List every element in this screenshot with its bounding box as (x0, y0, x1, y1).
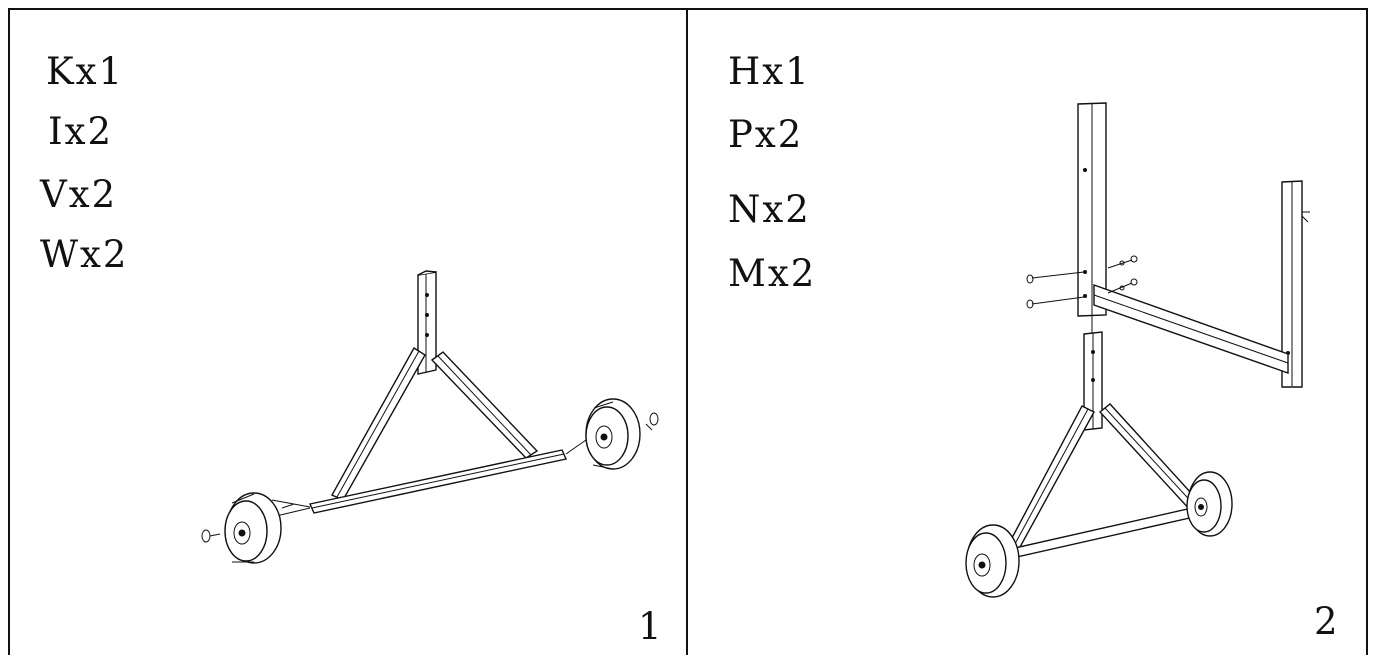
part-label: Nx2 (728, 188, 811, 231)
part-label: Mx2 (728, 252, 817, 295)
step-number: 2 (1314, 600, 1338, 643)
part-label: Wx2 (40, 233, 129, 276)
part-label: Kx1 (46, 50, 125, 93)
step-2-panel: Hx1 Px2 Nx2 Mx2 (686, 8, 1368, 655)
part-label: Px2 (728, 113, 804, 156)
bolt (1031, 296, 1085, 305)
step-1-panel: Kx1 Ix2 Vx2 Wx2 (8, 8, 686, 655)
washer (649, 412, 659, 426)
step-2-illustration (965, 102, 1310, 598)
step-1-illustration (201, 270, 659, 564)
step-number: 1 (638, 605, 662, 648)
part-label: Hx1 (728, 50, 811, 93)
part-label: Vx2 (40, 173, 118, 216)
washer (201, 529, 211, 543)
bolt (1031, 271, 1085, 279)
part-label: Ix2 (48, 110, 114, 153)
